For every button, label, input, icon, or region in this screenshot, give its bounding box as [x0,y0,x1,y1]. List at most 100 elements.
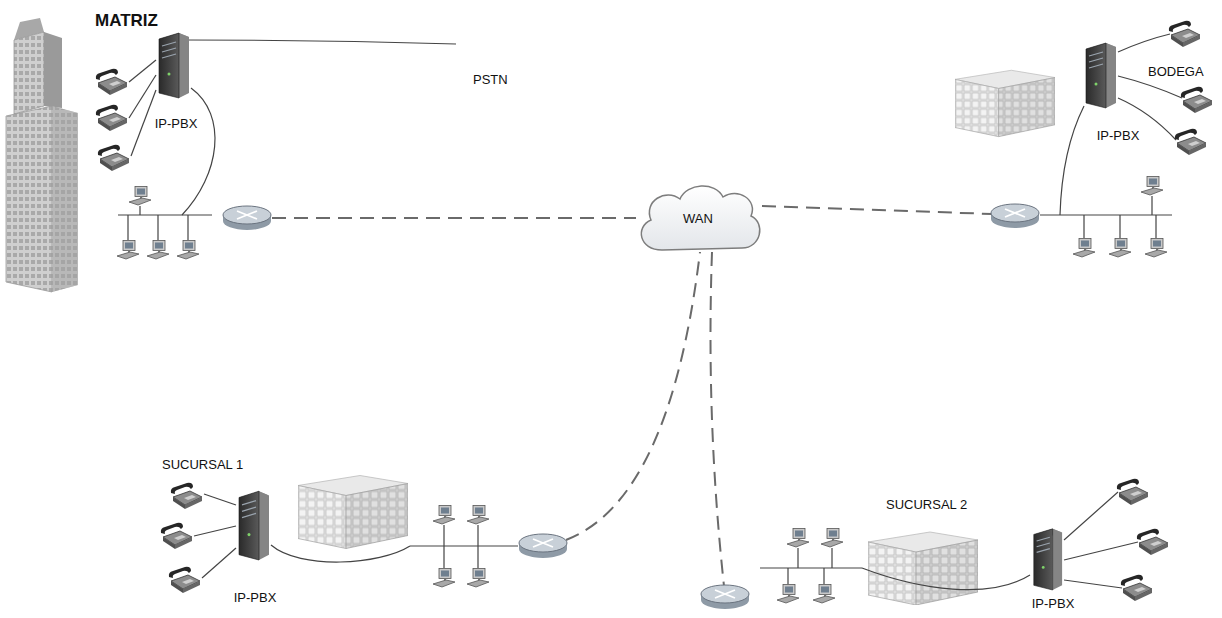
cloud-outline [641,186,759,250]
server-shape [235,488,271,560]
ip-phone [1181,87,1212,113]
site-label-holder: BODEGA [1148,62,1204,80]
computer [129,187,151,206]
tower-upper-side [44,32,62,108]
computer [1145,239,1167,258]
ip-pbx-server: IP-PBX [1008,526,1098,612]
phone-wire [1064,492,1118,540]
site-label: SUCURSAL 2 [886,497,967,512]
ip-phone [96,105,127,131]
router [519,534,567,558]
tower-lower-front [6,106,52,292]
wan-cloud: WAN [632,180,764,256]
pbx-lan-wire [182,88,215,215]
phone-wire [131,90,156,156]
ip-phone [1117,479,1148,505]
computer [147,241,169,260]
node-label: IP-PBX [1032,596,1075,611]
phone-wire [1118,34,1170,52]
ip-phone [1175,129,1206,155]
server-side [259,491,269,560]
phone-wire [1064,580,1122,588]
server-shape [1030,526,1064,590]
server-shape [1082,40,1118,108]
server-shape [155,30,191,98]
computer [787,529,809,548]
server-led [168,73,171,76]
headquarters-tower [6,18,78,292]
router [701,585,749,609]
site-label: PSTN [473,72,508,87]
phone-wire [129,75,156,118]
tower-upper-front [14,32,44,114]
wan-link [566,252,700,540]
site-label-holder: MATRIZ [95,12,158,30]
lan-bus [1040,196,1172,238]
pbx-lan-wire [271,545,410,562]
ip-phone [1169,21,1200,47]
computer [117,241,139,260]
computer [1109,239,1131,258]
site-label: BODEGA [1148,64,1204,79]
wan-link [711,252,725,586]
computer [1141,177,1163,196]
site-label: SUCURSAL 1 [162,457,243,472]
server-side [1106,43,1116,108]
computer [177,241,199,260]
server-led [1042,566,1045,569]
router [223,206,271,230]
lan-bus [760,548,862,584]
server-bays [242,501,256,518]
server-front [239,491,259,560]
server-led [248,533,251,536]
phone-wire [1118,76,1182,98]
site-label-holder: PSTN [473,70,508,88]
pstn-line [186,40,456,44]
warehouse-building [955,70,1055,136]
computer [813,585,835,604]
phone-wire [1064,542,1138,560]
router [991,204,1039,228]
site-label-holder: SUCURSAL 2 [886,495,967,513]
ip-phone [161,523,192,549]
computer [433,569,455,588]
ip-phone [171,483,202,509]
pbx-lan-wire [1060,106,1084,215]
computer [1073,239,1095,258]
wan-link [272,217,636,219]
computer [467,569,489,588]
server-side [1053,529,1062,590]
ip-phone [1137,529,1168,555]
ip-pbx-server: IP-PBX [140,30,212,132]
server-bays [162,42,176,58]
lan-bus [118,206,212,240]
server-led [1095,83,1098,86]
tower-lower-side [52,106,78,292]
ip-phone [169,567,200,593]
ip-pbx-server: IP-PBX [1068,40,1168,144]
warehouse-building [298,476,408,549]
phone-wire [129,60,156,82]
computer [821,529,843,548]
computer [433,506,455,525]
site-label-holder: SUCURSAL 1 [162,455,243,473]
node-label: WAN [683,211,713,226]
sucursal2-wires [760,492,1138,590]
node-label: IP-PBX [155,116,198,131]
node-label: IP-PBX [1097,128,1140,143]
server-side [179,33,189,98]
computer [777,585,799,604]
server-front [1034,529,1053,590]
ip-phone [1121,575,1152,601]
phone-wire [202,548,236,578]
server-front [159,33,179,98]
wan-link [762,206,992,214]
ip-phone [96,69,127,95]
node-label: IP-PBX [234,590,277,605]
computer [467,506,489,525]
ip-pbx-server: IP-PBX [215,488,295,606]
ip-phone [98,145,129,171]
phone-wire [194,526,236,536]
pbx-lan-wire [862,568,1030,590]
